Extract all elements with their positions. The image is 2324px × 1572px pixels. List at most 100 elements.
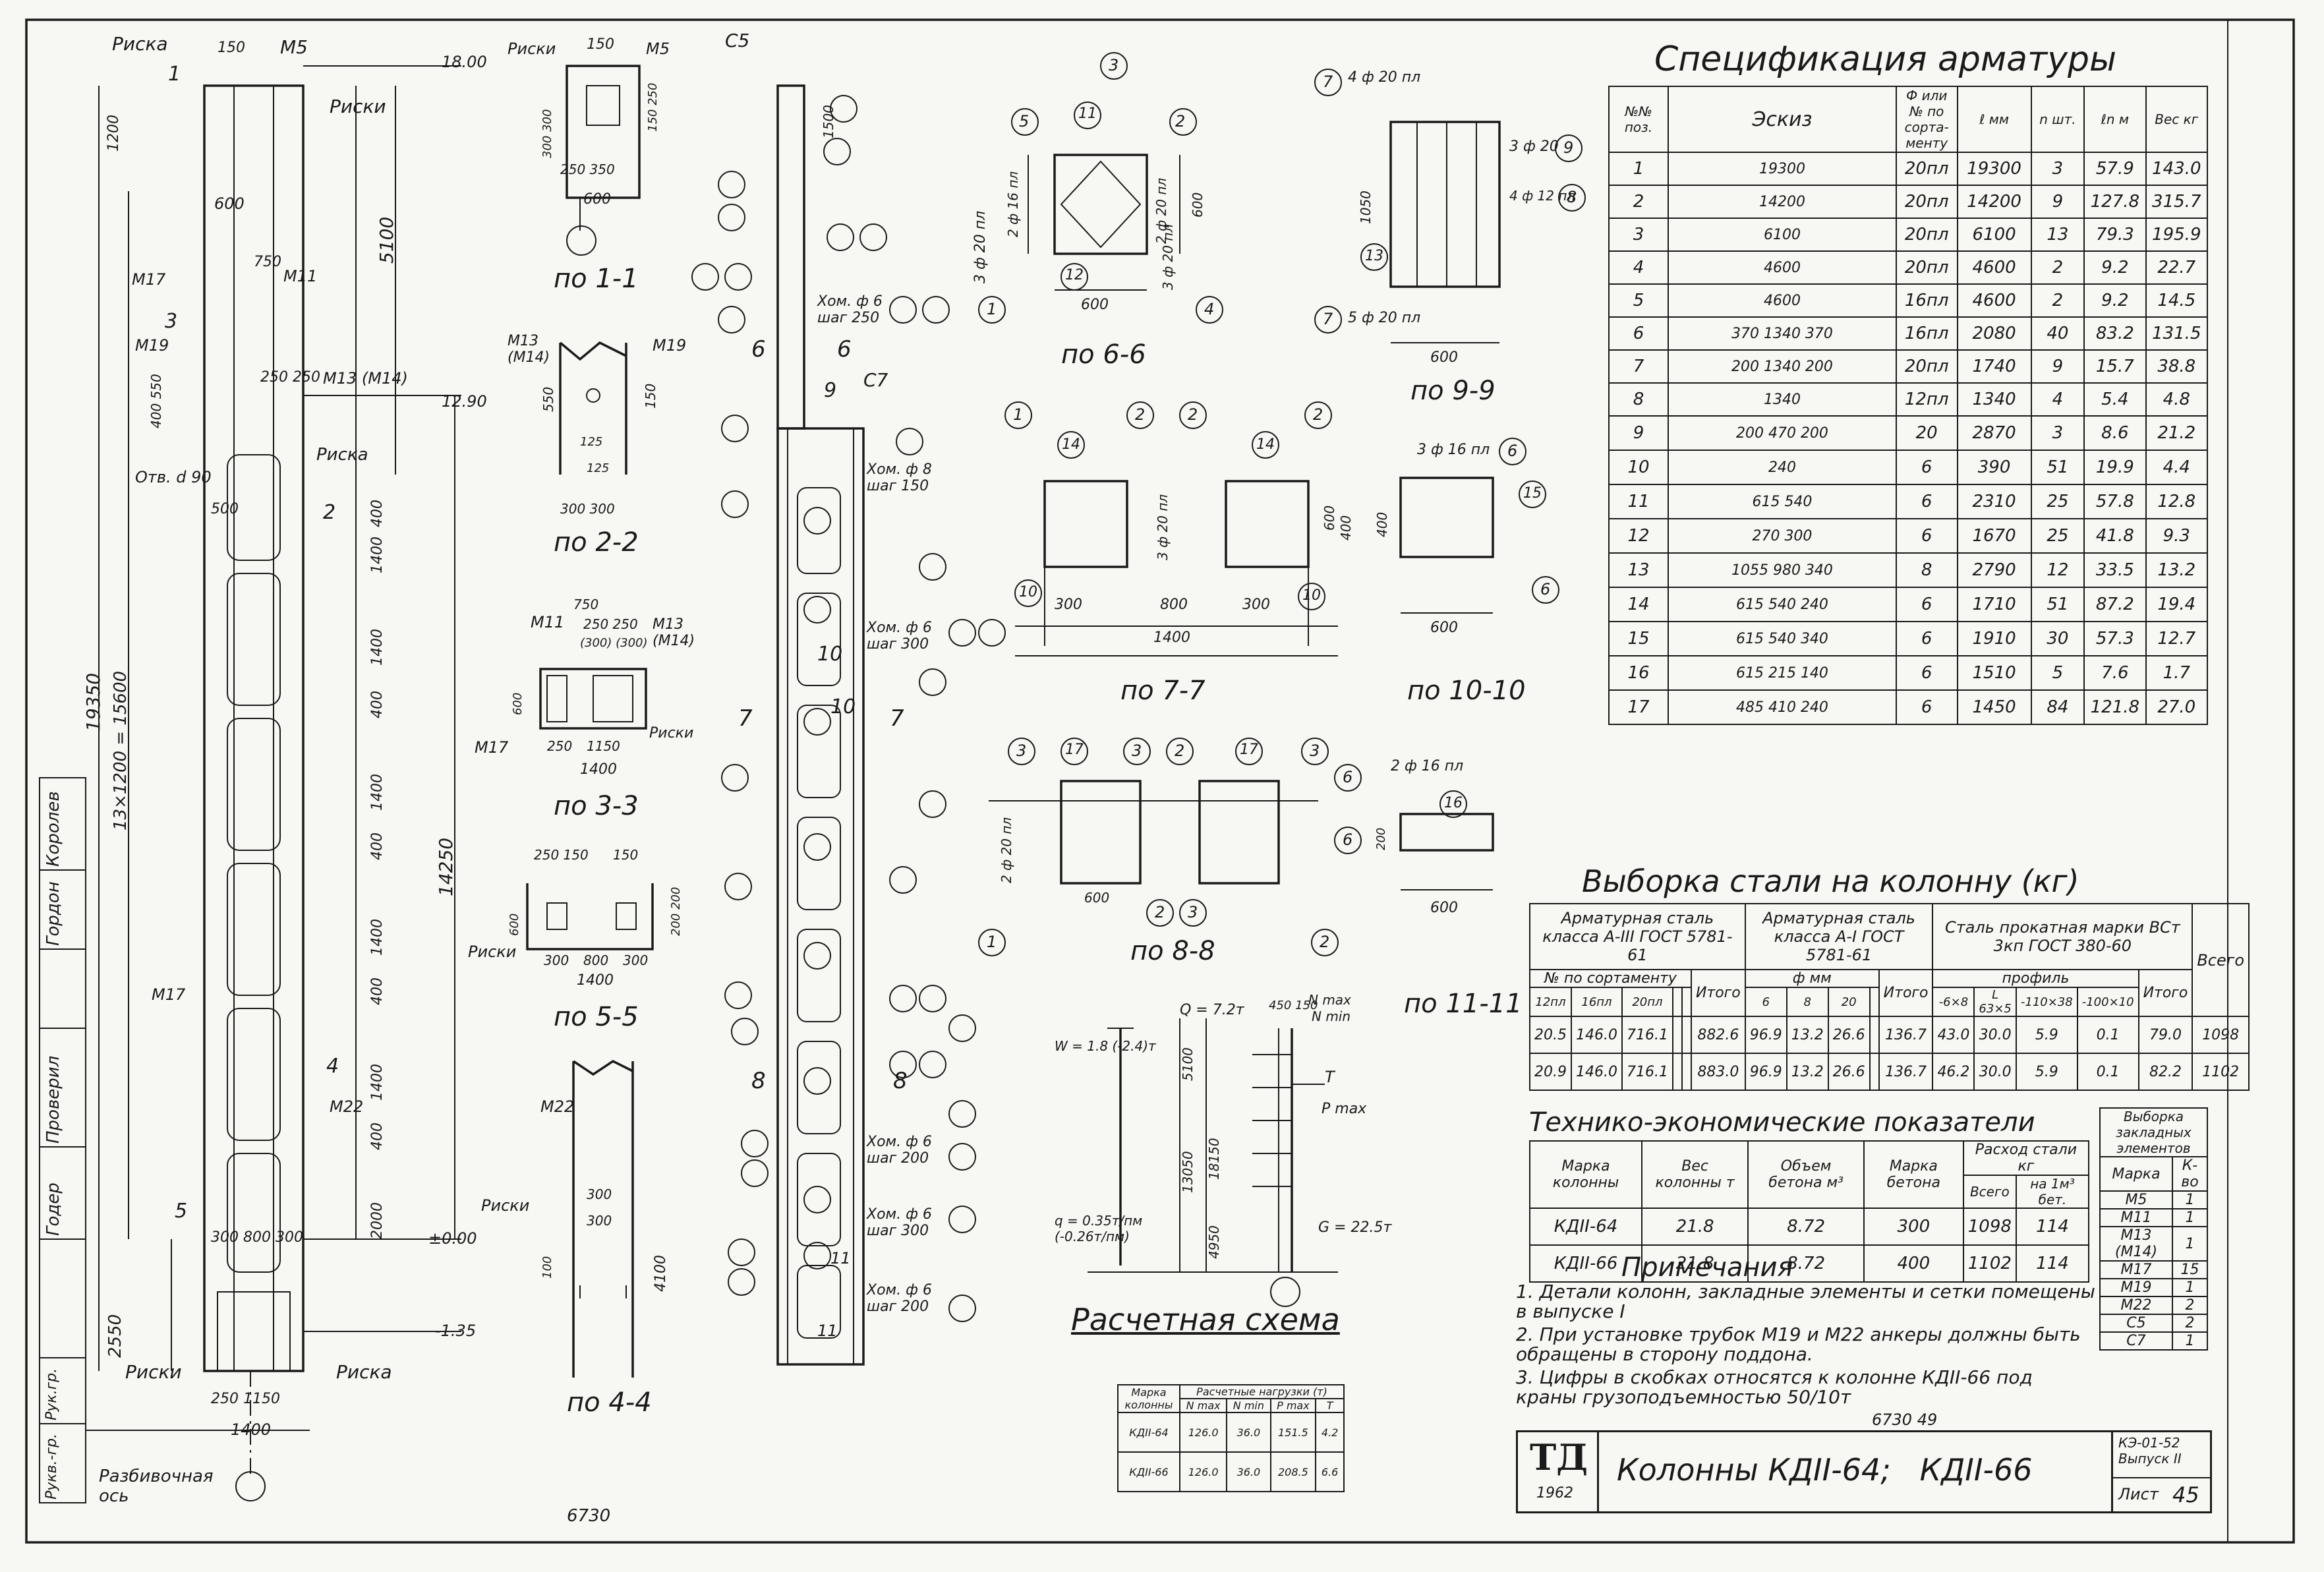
- column-cut-mark-2: 2: [323, 501, 336, 524]
- tech-cell: 114: [2015, 1208, 2090, 1246]
- title-series-box: КЭ-01-52 Выпуск II Лист 45: [2111, 1432, 2212, 1511]
- steel-cell: [1869, 1053, 1880, 1091]
- spec-cell: 19.9: [2083, 450, 2147, 485]
- spec-cell: 20пл: [1895, 250, 1958, 285]
- spec-cell: 4600: [1956, 283, 2032, 318]
- spec-col-weight: Вес кг: [2145, 86, 2209, 153]
- spec-cell: 10: [1608, 450, 1670, 485]
- section-9-9-bars-bottom: 5 ф 20 пл: [1348, 310, 1421, 326]
- column-label-m22: М22: [330, 1097, 364, 1116]
- column-top-risks: Риски: [330, 96, 386, 117]
- title-logo-box: ТД 1962: [1518, 1432, 1599, 1511]
- stamp-cell-6: Рукв.-гр.: [44, 1434, 60, 1499]
- loads-col-nmin: N min: [1226, 1398, 1271, 1413]
- spec-cell: 19.4: [2145, 587, 2209, 622]
- spec-cell: 79.3: [2083, 218, 2147, 252]
- spec-cell: 2790: [1956, 552, 2032, 588]
- section-9-9-1050: 1050: [1358, 190, 1374, 224]
- elevation-stirrup-5: Хом. ф 6 шаг 300: [867, 1206, 932, 1239]
- elevation-cut-11b: 11: [817, 1322, 838, 1340]
- steel-group-rolled: Сталь прокатная марки ВСт 3кп ГОСТ 380-6…: [1932, 903, 2193, 970]
- embedded-cell: 15: [2171, 1260, 2209, 1279]
- column-height-2550: 2550: [105, 1314, 125, 1358]
- section-4-4-100: 100: [540, 1256, 554, 1279]
- spec-sketch-cell: 4600: [1668, 250, 1897, 285]
- section-8-8-mark-1: 1: [987, 933, 997, 951]
- spec-sketch-cell: 615 540 240: [1668, 587, 1897, 622]
- section-4-4-title: по 4-4: [567, 1387, 652, 1418]
- spec-cell: 1510: [1956, 655, 2032, 691]
- column-level-zero: ±0.00: [428, 1229, 477, 1248]
- spec-cell: 41.8: [2083, 518, 2147, 554]
- section-2-2-125b: 125: [587, 461, 610, 475]
- embedded-cell: М11: [2099, 1208, 2173, 1227]
- section-5-5-1400: 1400: [577, 972, 614, 989]
- spec-cell: 1710: [1956, 587, 2032, 622]
- column-label-level-1290: 12.90: [442, 392, 487, 411]
- column-outline: [203, 84, 305, 1372]
- spec-cell: 9.2: [2083, 250, 2147, 285]
- section-10-10-400: 400: [1374, 511, 1390, 537]
- sketch-5-5: [526, 883, 654, 950]
- steel-cell: 882.6: [1690, 1016, 1746, 1054]
- title-logo: ТД: [1530, 1436, 1588, 1478]
- column-row-dim-2: 400: [369, 691, 386, 718]
- elevation-cut-8a: 8: [751, 1068, 766, 1094]
- section-3-3-1400: 1400: [580, 761, 617, 778]
- spec-cell: 2: [1608, 185, 1670, 219]
- section-1-1-title: по 1-1: [554, 264, 639, 294]
- column-height-total: 19350: [82, 672, 104, 732]
- spec-cell: 5.4: [2083, 382, 2147, 417]
- spec-cell: 20: [1895, 415, 1958, 451]
- section-9-9-mark-7a: 7: [1323, 73, 1333, 91]
- spec-sketch-cell: 6100: [1668, 218, 1897, 252]
- spec-cell: 1740: [1956, 349, 2032, 384]
- stamp-cell-4: Годер: [44, 1182, 63, 1236]
- section-9-9-title: по 9-9: [1410, 376, 1496, 406]
- spec-cell: 9: [2030, 349, 2085, 384]
- column-height-5100: 5100: [376, 216, 397, 264]
- spec-cell: 19300: [1956, 152, 2032, 186]
- section-7-7-mark-10b: 10: [1302, 587, 1321, 604]
- tech-sub-per-m3: на 1м³ бет.: [2015, 1175, 2090, 1209]
- column-row-dim-11: 2000: [369, 1202, 386, 1239]
- embedded-cell: 1: [2171, 1208, 2209, 1227]
- stamp-cell-5: Рук.гр.: [44, 1368, 60, 1420]
- spec-col-qty: n шт.: [2030, 86, 2085, 153]
- embedded-title: Выборка закладных элементов: [2099, 1107, 2208, 1157]
- elevation-stirrup-6: Хом. ф 6 шаг 200: [867, 1282, 932, 1315]
- section-6-6-mark-12: 12: [1065, 267, 1084, 283]
- spec-cell: 15.7: [2083, 349, 2147, 384]
- tech-cell: 1102: [1962, 1244, 2017, 1283]
- column-row-dim-4: 400: [369, 832, 386, 860]
- tech-cell: 21.8: [1641, 1208, 1749, 1246]
- elevation-cut-11a: 11: [830, 1249, 851, 1267]
- section-8-8-mark-3c: 3: [1310, 742, 1320, 760]
- spec-cell: 2: [2030, 250, 2085, 285]
- section-11-11-600: 600: [1430, 900, 1458, 916]
- section-5-5-300b: 300: [623, 952, 649, 968]
- section-9-9-mark-13: 13: [1365, 248, 1383, 264]
- section-1-1-m5: М5: [646, 40, 670, 58]
- section-6-6-bars-1: 3 ф 20 пл: [972, 210, 989, 283]
- section-2-2-125a: 125: [580, 435, 603, 449]
- steel-cell: 716.1: [1621, 1053, 1673, 1091]
- section-8-8-mark-2b: 2: [1155, 903, 1165, 921]
- spec-cell: 9: [2030, 185, 2085, 219]
- tech-sub-total: Всего: [1962, 1175, 2017, 1209]
- section-9-9-bars-top: 4 ф 20 пл: [1348, 69, 1421, 86]
- steel-cell: 26.6: [1827, 1016, 1871, 1054]
- section-2-2-550: 550: [540, 386, 556, 412]
- column-cut-mark-3: 3: [165, 310, 178, 333]
- section-1-1-risks: Риски: [508, 40, 556, 58]
- section-4-4-300a: 300: [587, 1186, 612, 1202]
- spec-cell: 20пл: [1895, 152, 1958, 186]
- tech-table: Марка колонны Вес колонны т Объем бетона…: [1528, 1140, 2090, 1283]
- notes-item-3: 3. Цифры в скобках относятся к колонне К…: [1516, 1366, 2033, 1408]
